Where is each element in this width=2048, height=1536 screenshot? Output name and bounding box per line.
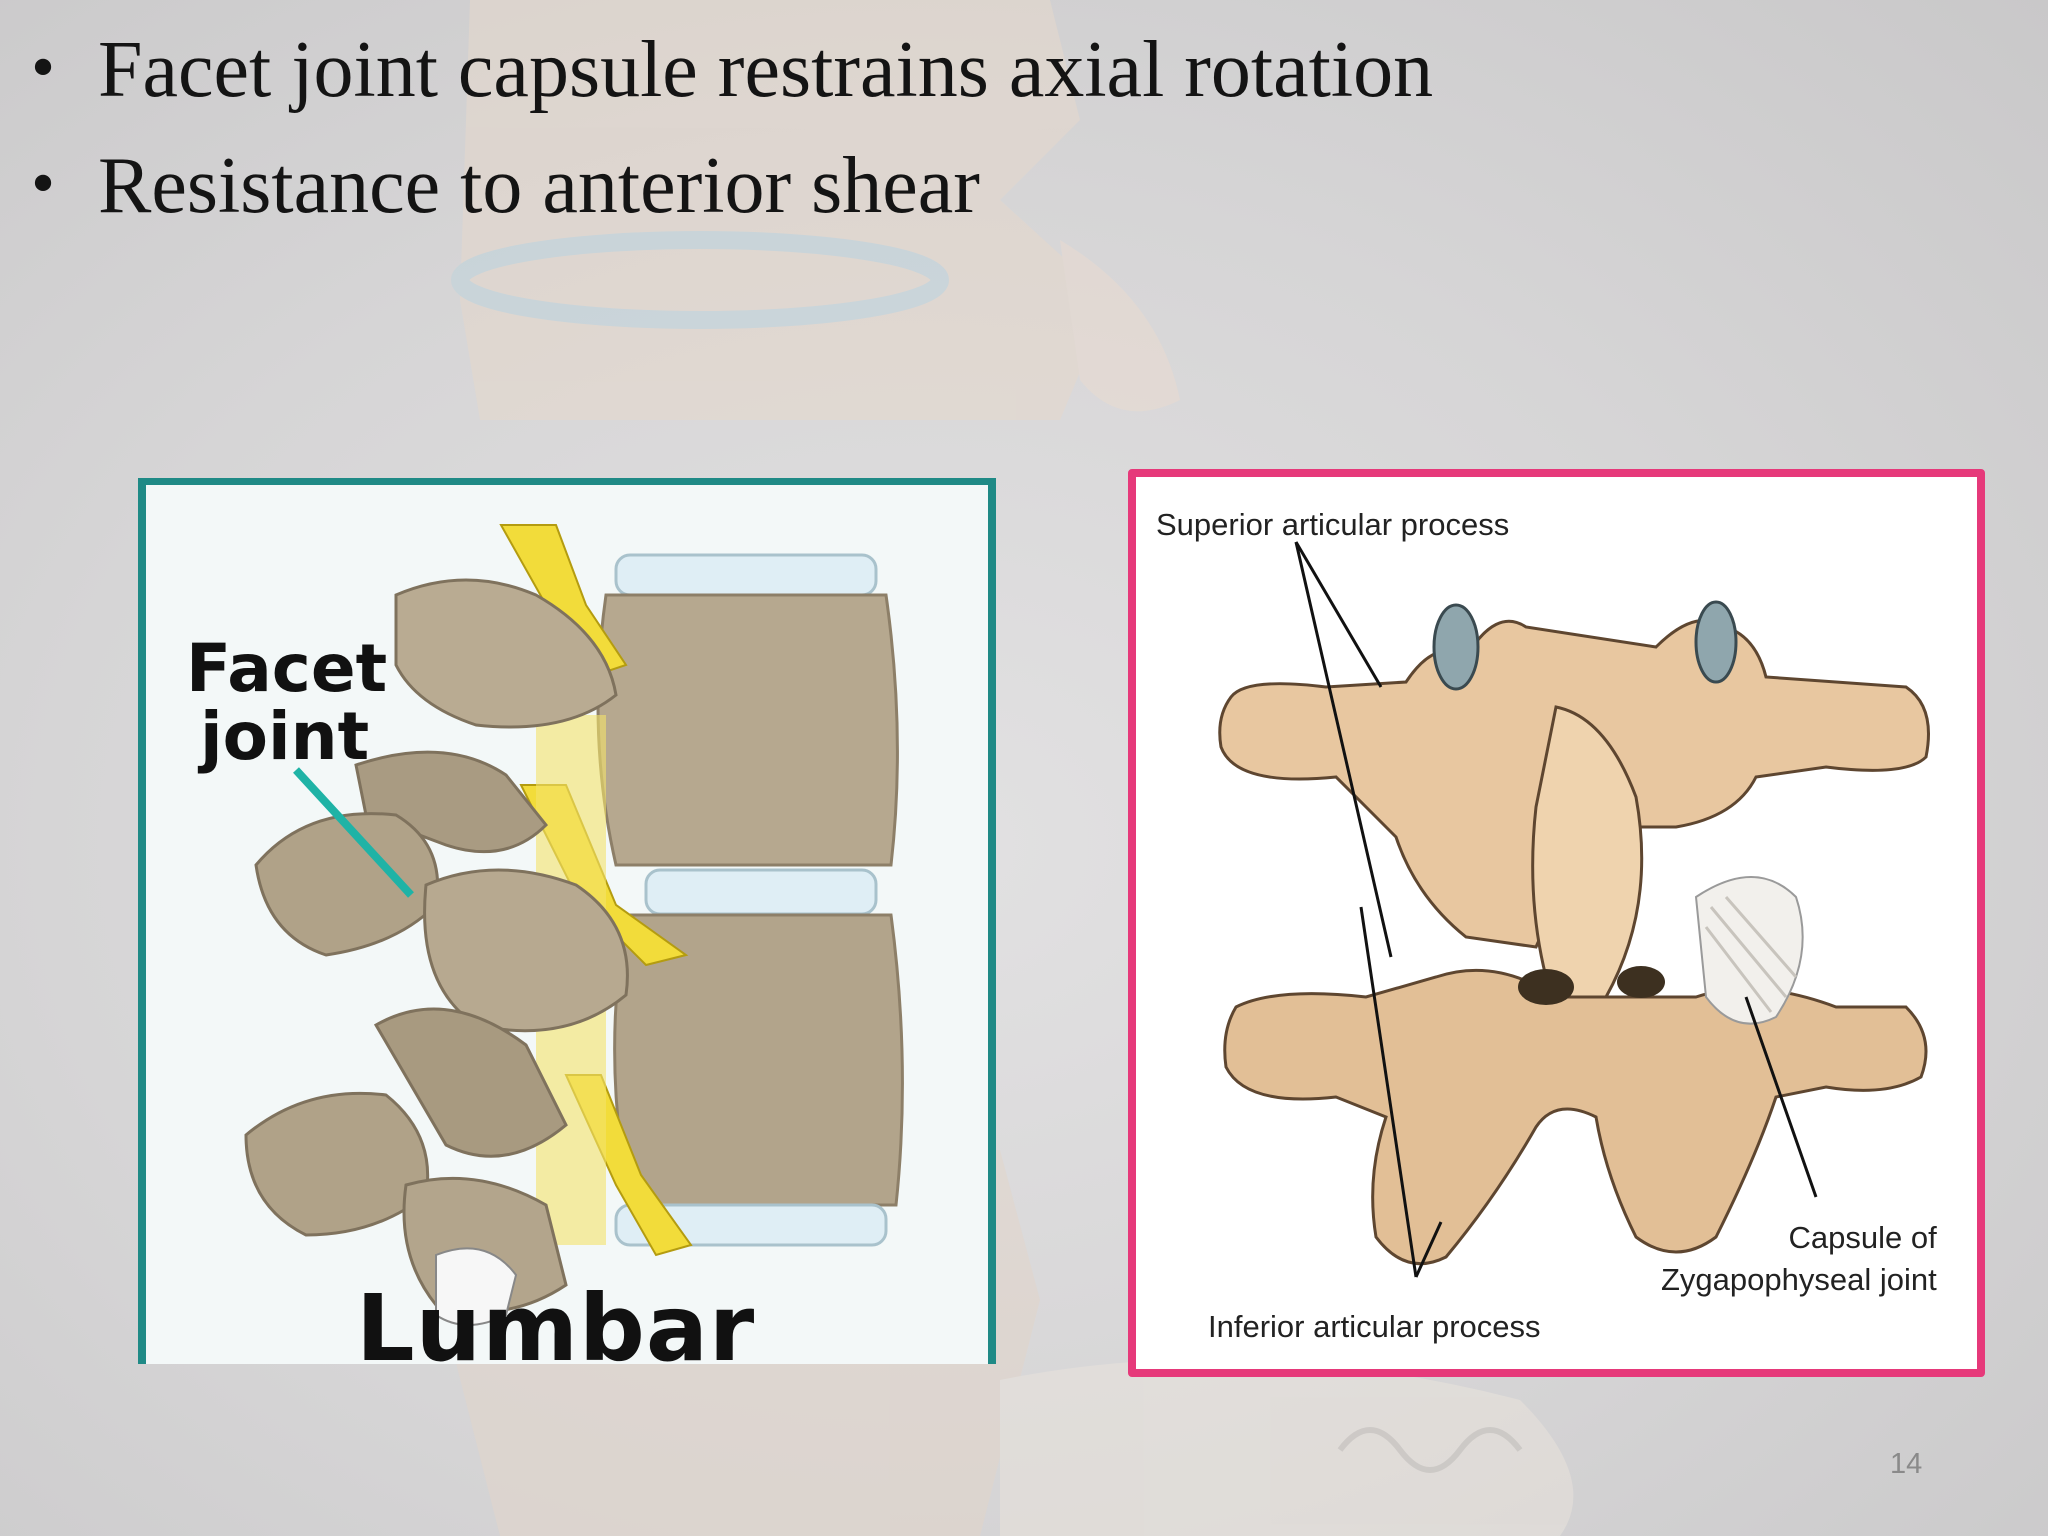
lumbar-facet-figure: Facet joint Lumbar [138, 478, 996, 1364]
bullet-text: Resistance to anterior shear [98, 142, 980, 230]
facet-label-line2: joint [200, 698, 370, 775]
bullet-marker: • [26, 153, 60, 218]
facet-label-line1: Facet [186, 630, 388, 707]
lumbar-vertebrae-illustration [244, 524, 904, 1326]
bullet-item: • Facet joint capsule restrains axial ro… [18, 12, 1433, 128]
capsule-label-line1: Capsule of [1788, 1220, 1937, 1255]
superior-articular-process-label: Superior articular process [1156, 507, 1510, 542]
posterior-vertebrae-illustration [1218, 541, 1930, 1278]
slide-number: 14 [1890, 1448, 1923, 1480]
capsule-label-line2: Zygapophyseal joint [1661, 1262, 1937, 1297]
facet-joint-label: Facet joint [186, 635, 387, 771]
bullet-marker: • [26, 37, 60, 102]
capsule-label: Capsule of Zygapophyseal joint [1661, 1217, 1937, 1301]
bullet-item: • Resistance to anterior shear [18, 128, 1433, 244]
lumbar-label: Lumbar [356, 1275, 756, 1364]
bullet-text: Facet joint capsule restrains axial rota… [98, 26, 1434, 114]
inferior-articular-process-label: Inferior articular process [1208, 1309, 1541, 1344]
bullet-list: • Facet joint capsule restrains axial ro… [18, 12, 1433, 244]
zygapophyseal-joint-figure: Superior articular process Inferior arti… [1128, 469, 1985, 1377]
